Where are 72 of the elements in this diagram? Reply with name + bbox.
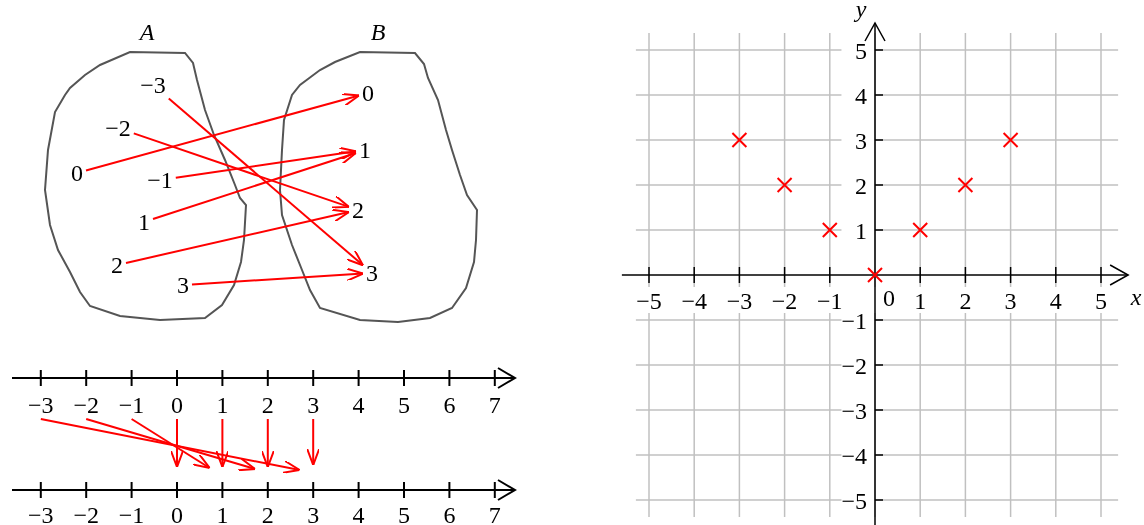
tick-label: 4 bbox=[855, 83, 867, 109]
arrow bbox=[174, 146, 357, 179]
set-element: −1 bbox=[147, 168, 173, 192]
set-element: 1 bbox=[359, 138, 371, 162]
arrow bbox=[130, 418, 211, 469]
tick-label: −3 bbox=[726, 288, 753, 314]
set-element: 0 bbox=[362, 81, 374, 105]
tick-label: −1 bbox=[817, 288, 843, 314]
tick-label: 1 bbox=[914, 288, 927, 314]
tick-label: 0 bbox=[883, 286, 895, 310]
tick-label: −1 bbox=[118, 503, 145, 525]
tick-label: 7 bbox=[488, 503, 501, 525]
arrow bbox=[85, 418, 257, 472]
set-element: 2 bbox=[111, 253, 123, 277]
arrow bbox=[125, 208, 350, 264]
tick-label: 5 bbox=[855, 38, 867, 64]
tick-label: 6 bbox=[443, 503, 456, 525]
tick-label: 2 bbox=[855, 173, 867, 199]
arrow bbox=[260, 418, 275, 468]
tick-label: −4 bbox=[841, 443, 867, 469]
arrow bbox=[191, 267, 364, 286]
tick-label: 2 bbox=[959, 288, 972, 314]
tick-label: 1 bbox=[855, 218, 867, 244]
arrow bbox=[85, 92, 360, 172]
tick-label: −3 bbox=[28, 393, 54, 417]
arrow bbox=[132, 132, 350, 209]
set-element: 3 bbox=[366, 261, 378, 285]
tick-label: 0 bbox=[171, 393, 183, 417]
set-element: −2 bbox=[105, 116, 131, 140]
arrow bbox=[39, 418, 301, 474]
tick-label: −2 bbox=[771, 288, 798, 314]
tick-label: −3 bbox=[28, 503, 54, 525]
tick-label: 3 bbox=[307, 393, 320, 417]
arrow bbox=[170, 418, 184, 468]
tick-label: −5 bbox=[636, 288, 662, 314]
tick-label: 1 bbox=[216, 393, 229, 417]
tick-label: −1 bbox=[841, 308, 867, 334]
set-element: 0 bbox=[71, 161, 83, 185]
tick-label: 2 bbox=[261, 393, 274, 417]
tick-label: −2 bbox=[841, 353, 867, 379]
tick-label: 1 bbox=[216, 503, 229, 525]
arrow bbox=[167, 97, 364, 267]
set-label: A bbox=[139, 20, 155, 44]
arrow bbox=[152, 151, 357, 221]
set-element: 1 bbox=[138, 210, 150, 234]
tick-label: 7 bbox=[488, 393, 501, 417]
tick-label: 4 bbox=[352, 503, 365, 525]
axis-label: y bbox=[855, 0, 867, 22]
tick-label: 5 bbox=[398, 393, 410, 417]
tick-label: 3 bbox=[855, 128, 867, 154]
tick-label: 5 bbox=[398, 503, 410, 525]
tick-label: 3 bbox=[307, 503, 320, 525]
arrow bbox=[215, 418, 230, 468]
arrow bbox=[306, 418, 321, 466]
tick-label: −2 bbox=[73, 503, 99, 525]
tick-label: −2 bbox=[73, 393, 99, 417]
tick-label: −1 bbox=[118, 393, 145, 417]
set-element: 3 bbox=[177, 273, 189, 297]
tick-label: 4 bbox=[1049, 288, 1062, 314]
tick-label: 6 bbox=[443, 393, 456, 417]
tick-label: 5 bbox=[1095, 288, 1107, 314]
tick-label: −4 bbox=[681, 288, 707, 314]
tick-label: 2 bbox=[261, 503, 274, 525]
set-element: −3 bbox=[140, 73, 166, 97]
axis-label: x bbox=[1130, 284, 1142, 310]
set-label: B bbox=[370, 20, 386, 44]
set-element: 2 bbox=[352, 198, 364, 222]
tick-label: −5 bbox=[841, 488, 867, 514]
tick-label: 4 bbox=[352, 393, 365, 417]
tick-label: 3 bbox=[1004, 288, 1017, 314]
tick-label: 0 bbox=[171, 503, 183, 525]
tick-label: −3 bbox=[841, 398, 867, 424]
